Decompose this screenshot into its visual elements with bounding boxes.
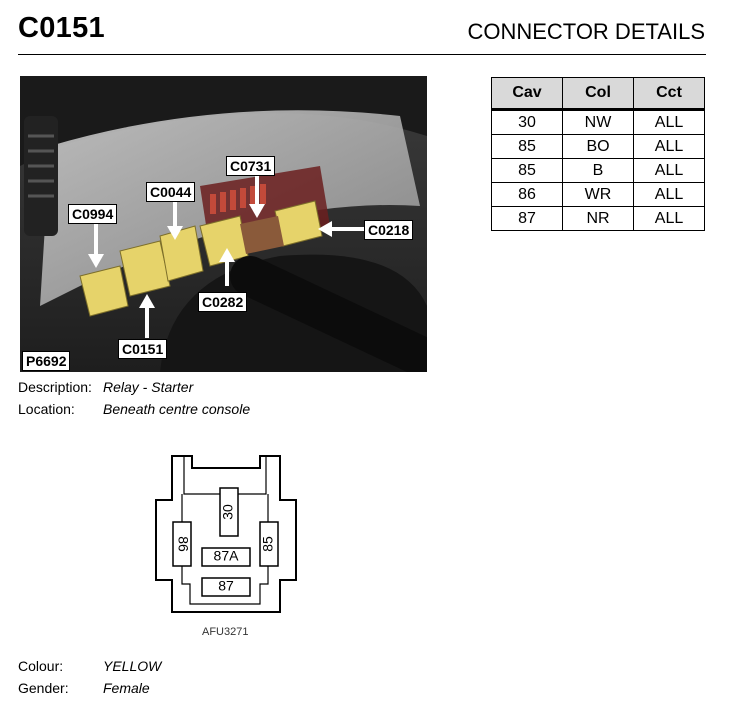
callout-c0731: C0731 [226,156,276,176]
column-header-cct: Cct [633,77,705,111]
cell-cav: 30 [491,109,563,135]
colour-value: YELLOW [103,658,162,674]
page-title: C0151 [18,12,105,44]
cell-col: NW [562,109,634,135]
pin-85 [259,521,279,567]
pin-87 [201,577,251,597]
colour-label: Colour: [18,658,64,674]
cell-cav: 87 [491,206,563,231]
column-header-cav: Cav [491,77,563,111]
description-value: Relay - Starter [103,379,194,395]
cell-col: NR [562,206,634,231]
pin-label-85: 85 [260,536,276,552]
table-row: 87 NR ALL [491,206,705,231]
pin-label-86: 86 [175,536,191,552]
cell-cct: ALL [633,158,705,183]
description-label: Description: [18,379,92,395]
gender-value: Female [103,680,150,696]
cavity-table: Cav Col Cct 30 NW ALL 85 BO ALL 85 B ALL… [491,77,705,231]
pin-86 [172,521,192,567]
cell-cct: ALL [633,109,705,135]
cell-cav: 85 [491,134,563,159]
figure-reference: AFU3271 [202,626,249,638]
pin-30 [219,487,239,537]
pin-label-87a: 87A [214,548,240,564]
location-photo: C0731 C0044 C0994 C0218 C0282 C0151 P669… [20,76,427,372]
cell-col: B [562,158,634,183]
pin-label-87: 87 [218,578,234,594]
callout-c0151: C0151 [118,339,168,359]
table-row: 85 B ALL [491,158,705,183]
cell-cav: 85 [491,158,563,183]
header-divider [18,54,706,55]
table-row: 86 WR ALL [491,182,705,207]
page-subtitle: CONNECTOR DETAILS [467,19,705,44]
callout-c0282: C0282 [198,292,248,312]
gender-label: Gender: [18,680,69,696]
table-row: 30 NW ALL [491,109,705,135]
cell-cct: ALL [633,206,705,231]
connector-face-diagram: 30 86 85 87A 87 [155,455,297,613]
location-label: Location: [18,401,75,417]
cell-cct: ALL [633,182,705,207]
cell-cav: 86 [491,182,563,207]
cell-col: WR [562,182,634,207]
callout-c0044: C0044 [146,182,196,202]
cell-col: BO [562,134,634,159]
table-header-row: Cav Col Cct [491,77,705,111]
pin-87a [201,547,251,567]
photo-reference: P6692 [22,351,71,371]
callout-c0994: C0994 [68,204,118,224]
location-value: Beneath centre console [103,401,251,417]
table-row: 85 BO ALL [491,134,705,159]
column-header-col: Col [562,77,634,111]
cell-cct: ALL [633,134,705,159]
photo-illustration [20,76,427,372]
callout-c0218: C0218 [364,220,414,240]
pin-label-30: 30 [220,504,236,520]
